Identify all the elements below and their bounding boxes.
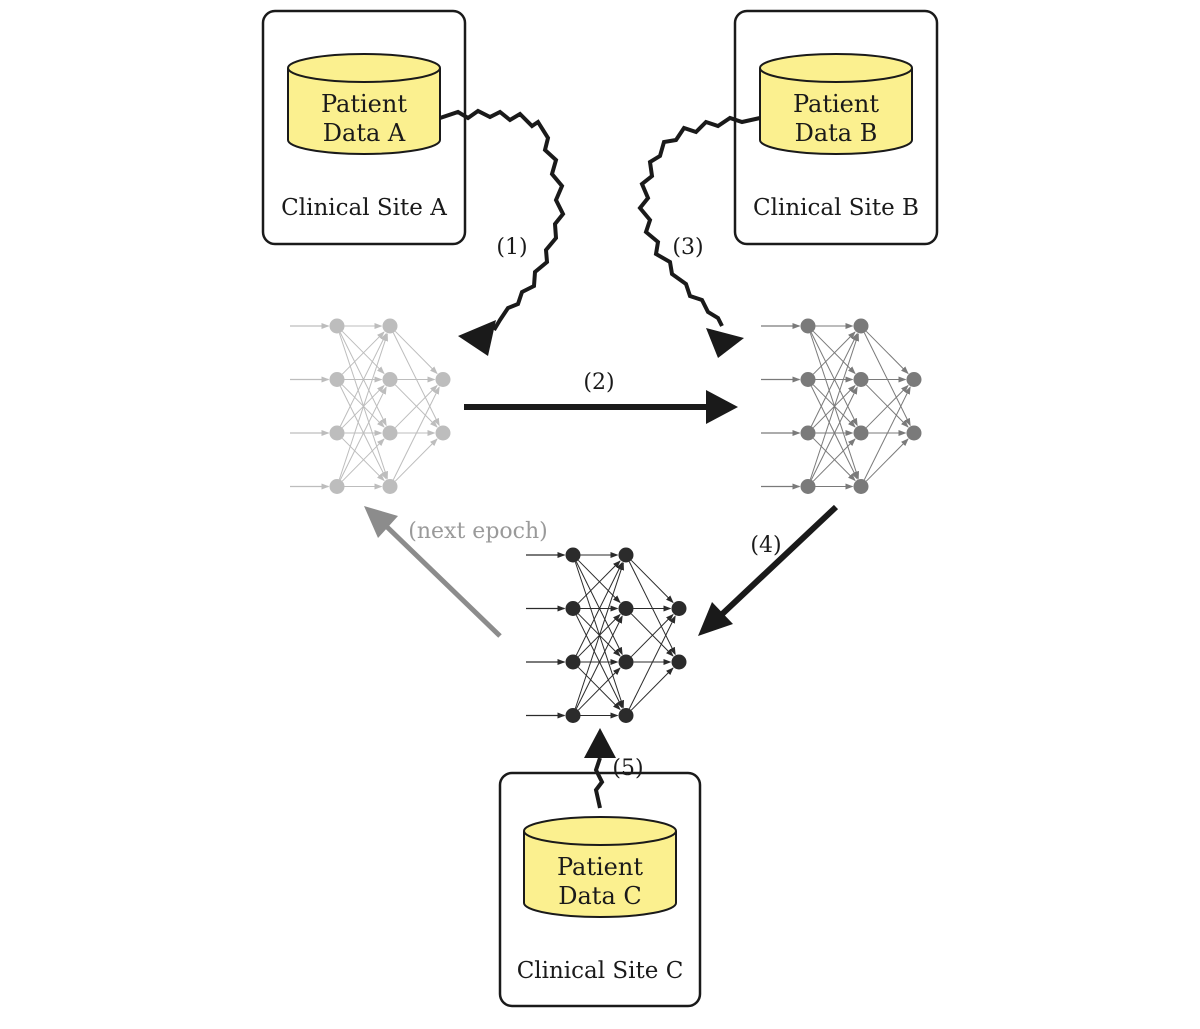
neuron-node xyxy=(382,372,398,387)
network-connection xyxy=(809,333,859,480)
arrowhead xyxy=(706,390,738,424)
transfer-arrow-4 xyxy=(698,504,839,636)
neuron-node xyxy=(618,601,634,616)
arrowhead xyxy=(364,506,398,538)
network-connection xyxy=(630,559,674,604)
neuron-node xyxy=(618,654,634,670)
step-5-label: (5) xyxy=(612,756,643,781)
patient-data-c-database-icon xyxy=(523,816,677,918)
neuron-node xyxy=(906,372,922,387)
neuron-node xyxy=(853,479,869,494)
network-connection xyxy=(630,613,674,657)
neuron-node xyxy=(565,547,581,563)
network-connection xyxy=(810,332,858,427)
clinical-site-c: Patient Data C Clinical Site C xyxy=(498,771,702,1008)
patient-data-b-line2: Data B xyxy=(795,119,878,147)
neuron-node xyxy=(329,318,345,334)
neuron-node xyxy=(853,318,869,334)
neuron-node xyxy=(800,479,816,494)
network-connection xyxy=(865,330,909,375)
clinical-site-a-label: Clinical Site A xyxy=(281,195,447,221)
network-connection xyxy=(392,386,440,481)
arrowhead xyxy=(698,602,733,636)
neuron-node xyxy=(565,708,581,723)
network-connection xyxy=(812,438,856,482)
neuron-node xyxy=(382,479,398,494)
network-connection xyxy=(630,667,674,711)
neuron-node xyxy=(618,547,634,563)
neuron-node xyxy=(671,654,687,670)
transfer-arrow-5 xyxy=(584,728,616,809)
network-connection xyxy=(341,438,385,482)
network-connection xyxy=(577,666,621,711)
step-2-label: (2) xyxy=(583,370,614,395)
neuron-node xyxy=(435,372,451,387)
neuron-node xyxy=(565,654,581,670)
network-connection xyxy=(863,386,911,481)
patient-data-b-line1: Patient xyxy=(793,90,879,118)
network-connection xyxy=(394,384,438,429)
network-connection xyxy=(630,613,674,658)
neuron-node xyxy=(906,425,922,441)
step-1-label: (1) xyxy=(496,235,527,260)
neuron-node xyxy=(435,425,451,441)
neuron-node xyxy=(565,601,581,616)
neuron-node xyxy=(382,425,398,441)
arrowhead xyxy=(584,728,616,758)
neuron-node xyxy=(853,425,869,441)
network-connection xyxy=(339,332,387,427)
network-connection xyxy=(394,438,438,482)
patient-data-b-database-icon xyxy=(759,53,913,155)
network-connection xyxy=(341,331,385,375)
transfer-arrow-1 xyxy=(439,108,566,356)
network-connection xyxy=(575,615,623,710)
network-connection xyxy=(577,667,621,711)
arrowhead xyxy=(706,328,744,358)
patient-data-c-line1: Patient xyxy=(557,853,643,881)
transfer-arrow-3 xyxy=(637,115,761,358)
clinical-site-c-label: Clinical Site C xyxy=(517,958,684,984)
neuron-node xyxy=(382,318,398,334)
neural-network-medium xyxy=(761,318,922,494)
transfer-arrow-2 xyxy=(464,390,738,424)
next-epoch-label: (next epoch) xyxy=(408,519,547,544)
clinical-site-b: Patient Data B Clinical Site B xyxy=(733,9,939,246)
network-connection xyxy=(628,615,676,710)
network-connection xyxy=(810,386,858,481)
neuron-node xyxy=(853,372,869,387)
neural-network-faded xyxy=(290,318,451,494)
neuron-node xyxy=(671,601,687,616)
neuron-node xyxy=(329,425,345,441)
patient-data-a-database-icon xyxy=(287,53,441,155)
neural-network-dark xyxy=(526,547,687,723)
network-connection xyxy=(575,561,623,656)
neuron-node xyxy=(800,425,816,441)
step-3-label: (3) xyxy=(672,235,703,260)
patient-data-a-line2: Data A xyxy=(323,119,406,147)
neuron-node xyxy=(800,372,816,387)
clinical-site-a: Patient Data A Clinical Site A xyxy=(261,9,467,246)
next-epoch-arrow xyxy=(364,506,502,638)
network-connection xyxy=(394,330,438,375)
network-connection xyxy=(339,386,387,481)
patient-data-c-line2: Data C xyxy=(558,882,642,910)
neuron-node xyxy=(800,318,816,334)
neuron-node xyxy=(329,372,345,387)
network-connection xyxy=(574,562,624,709)
clinical-site-b-label: Clinical Site B xyxy=(753,195,919,221)
neuron-node xyxy=(618,708,634,723)
network-connection xyxy=(865,384,909,429)
network-connection xyxy=(812,331,856,375)
neuron-node xyxy=(329,479,345,494)
network-connection xyxy=(577,560,621,604)
patient-data-a-line1: Patient xyxy=(321,90,407,118)
arrowhead xyxy=(458,320,496,356)
network-connection xyxy=(865,438,909,482)
step-4-label: (4) xyxy=(750,533,781,558)
network-connection xyxy=(338,333,388,480)
